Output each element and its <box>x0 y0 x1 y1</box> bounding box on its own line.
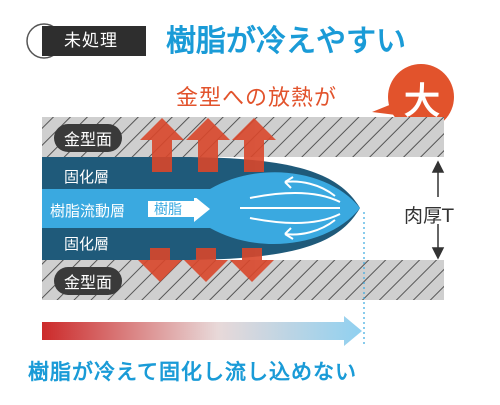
heat-arrows-up <box>140 118 276 172</box>
callout-badge-icon <box>388 64 454 130</box>
footer-text: 樹脂が冷えて固化し流し込めない <box>28 360 357 384</box>
thickness-label: 肉厚T <box>404 205 454 227</box>
flow-label: 樹脂流動層 <box>50 202 126 220</box>
mold-bottom-label: 金型面 <box>54 267 123 295</box>
heat-arrows-down <box>138 248 274 282</box>
callout-text: 金型への放熱が <box>176 86 338 111</box>
gradient-arrow <box>42 316 362 346</box>
solid-bottom-label: 固化層 <box>64 235 110 253</box>
thickness-indicator <box>431 160 445 260</box>
header-tag-label: 未処理 <box>64 31 118 51</box>
mold-top-label: 金型面 <box>54 124 123 152</box>
resin-label: 樹脂 <box>154 202 182 218</box>
resin-arrow-shape <box>148 198 210 222</box>
resin-arrow: 樹脂 <box>148 198 210 222</box>
page-title: 樹脂が冷えやすい <box>166 24 406 59</box>
solid-top-label: 固化層 <box>64 168 110 186</box>
callout-badge-label: 大 <box>403 81 440 122</box>
flow-spread-arrows <box>240 176 341 240</box>
header-tag: 未処理 <box>42 26 146 56</box>
